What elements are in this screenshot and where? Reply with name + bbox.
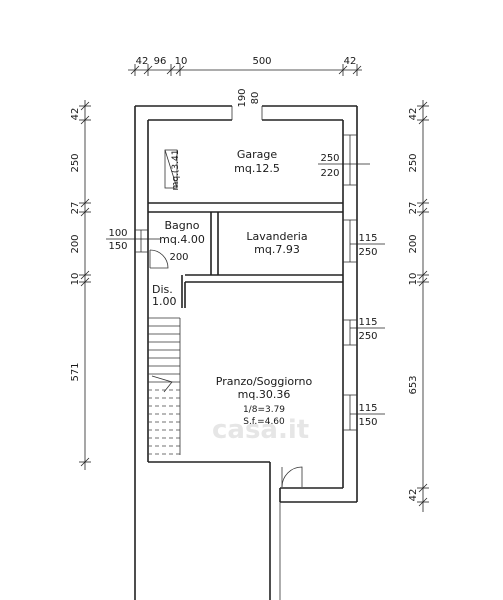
garage-window-height: 220	[320, 168, 339, 179]
left-dim-200: 200	[70, 234, 81, 253]
left-dimension-line: 42 250 27 200 10 571	[70, 100, 91, 470]
room-disimpegno: Dis. 1.00	[152, 283, 177, 308]
pranzo-ratio: 1/8=3.79	[243, 405, 285, 415]
opening-labels: 190 80 mq.(3.41 250 220 100 150 200 115 …	[106, 88, 385, 428]
door-200-label: 200	[169, 252, 188, 263]
room-garage: Garage mq.12.5	[234, 148, 280, 175]
right-dim-200: 200	[408, 234, 419, 253]
pranzo-window1-width: 115	[358, 317, 377, 328]
left-dim-10: 10	[70, 273, 81, 286]
watermark: casa.it	[212, 415, 309, 445]
lavanderia-name: Lavanderia	[246, 230, 307, 243]
right-dim-42-bottom: 42	[408, 489, 419, 502]
garage-door-height: 80	[250, 92, 261, 105]
right-dim-653: 653	[408, 375, 419, 394]
left-dim-250: 250	[70, 153, 81, 172]
room-pranzo-soggiorno: Pranzo/Soggiorno mq.30.36 1/8=3.79 S.f.=…	[216, 375, 313, 427]
pranzo-area: mq.30.36	[238, 388, 291, 401]
pranzo-sf: S.f.=4.60	[243, 417, 285, 427]
top-dim-42-right: 42	[344, 56, 357, 67]
left-dim-571: 571	[70, 362, 81, 381]
bagno-window-height: 150	[108, 241, 127, 252]
lav-window-height: 250	[358, 247, 377, 258]
garage-side-label: mq.(3.41	[171, 150, 181, 191]
lavanderia-area: mq.7.93	[254, 243, 300, 256]
right-dimension-line: 42 250 27 200 10 653 42	[408, 100, 429, 512]
pranzo-name: Pranzo/Soggiorno	[216, 375, 313, 388]
garage-name: Garage	[237, 148, 278, 161]
right-dim-10: 10	[408, 273, 419, 286]
doors	[149, 106, 303, 488]
windows	[135, 134, 357, 431]
top-dim-10: 10	[175, 56, 188, 67]
dis-area: 1.00	[152, 295, 177, 308]
top-dim-500: 500	[252, 56, 271, 67]
garage-details	[164, 149, 178, 189]
left-dim-42: 42	[70, 108, 81, 121]
bagno-area: mq.4.00	[159, 233, 205, 246]
right-dim-27: 27	[408, 202, 419, 215]
garage-door-width: 190	[237, 88, 248, 107]
pranzo-window2-height: 150	[358, 417, 377, 428]
left-dim-27: 27	[70, 202, 81, 215]
lav-window-width: 115	[358, 233, 377, 244]
bagno-window-width: 100	[108, 228, 127, 239]
bagno-name: Bagno	[165, 219, 200, 232]
interior-walls	[148, 202, 343, 308]
top-dim-42-left: 42	[136, 56, 149, 67]
pranzo-window2-width: 115	[358, 403, 377, 414]
garage-window-width: 250	[320, 153, 339, 164]
top-dim-96: 96	[154, 56, 167, 67]
right-dim-42-top: 42	[408, 108, 419, 121]
room-lavanderia: Lavanderia mq.7.93	[246, 230, 307, 256]
exterior-walls	[134, 105, 358, 600]
right-dim-250: 250	[408, 153, 419, 172]
top-dimension-line: 42 96 10 500 42	[128, 56, 362, 76]
dis-name: Dis.	[152, 283, 173, 296]
stairs	[148, 317, 181, 455]
room-bagno: Bagno mq.4.00	[159, 219, 205, 246]
pranzo-window1-height: 250	[358, 331, 377, 342]
garage-area: mq.12.5	[234, 162, 280, 175]
